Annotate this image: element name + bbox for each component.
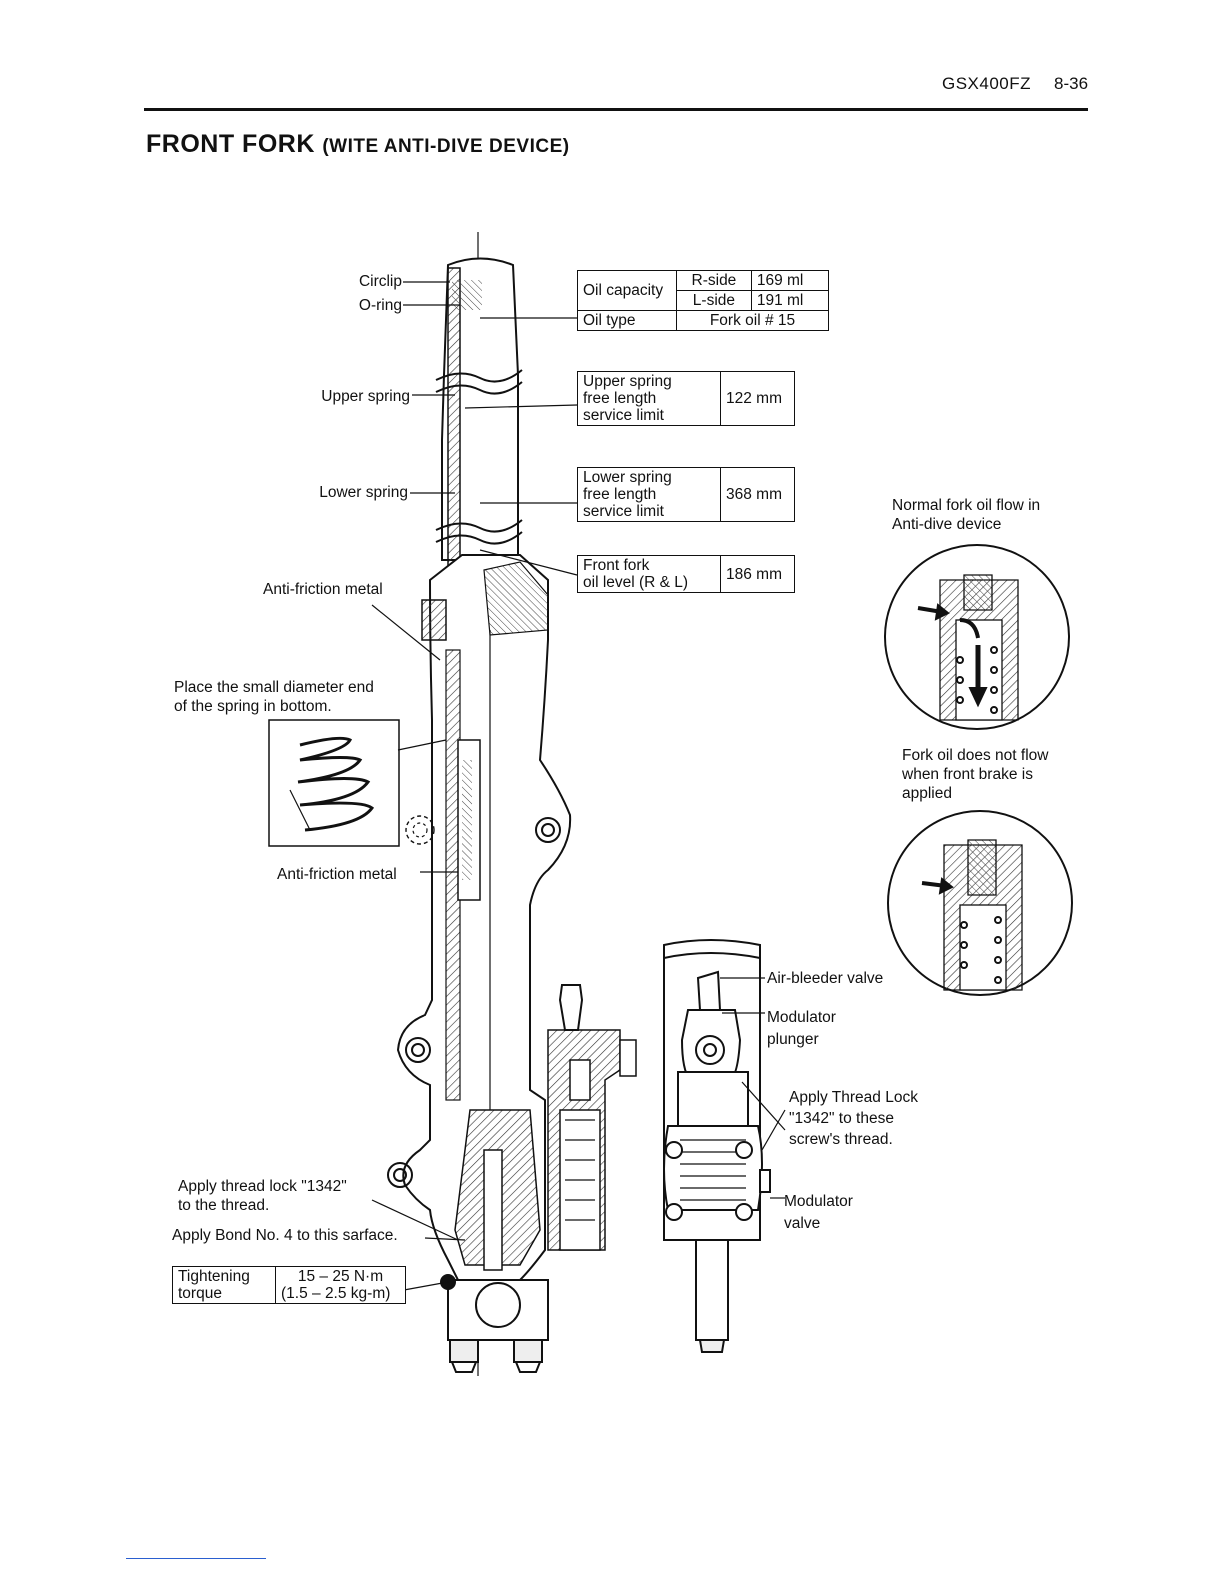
label-air-bleeder-valve: Air-bleeder valve bbox=[767, 970, 884, 987]
label-modulator-valve: Modulator valve bbox=[784, 1191, 853, 1235]
torque-value: 15 – 25 N·m (1.5 – 2.5 kg-m) bbox=[275, 1266, 406, 1304]
label-modulator-plunger: Modulator plunger bbox=[767, 1007, 836, 1051]
inner-tube bbox=[435, 257, 523, 589]
bond-note: Apply Bond No. 4 to this sarface. bbox=[172, 1227, 398, 1244]
modulator-exterior bbox=[663, 939, 771, 1353]
thread-lock-note: Apply thread lock "1342" to the thread. bbox=[178, 1177, 347, 1215]
l-side-value: 191 ml bbox=[750, 290, 830, 311]
torque-value-kgm: (1.5 – 2.5 kg-m) bbox=[281, 1285, 391, 1302]
label-lower-spring: Lower spring bbox=[319, 484, 408, 501]
lower-spring-label-line-2: free length bbox=[583, 486, 657, 503]
oil-spec-table: Oil capacity R-side 169 ml L-side 191 ml… bbox=[577, 270, 830, 331]
upper-spring-label-line-1: Upper spring bbox=[583, 373, 672, 390]
label-anti-friction-metal-lower: Anti-friction metal bbox=[277, 866, 397, 883]
no-flow-line-1: Fork oil does not flow bbox=[902, 747, 1049, 764]
upper-spring-label-line-2: free length bbox=[583, 390, 657, 407]
header-rule bbox=[144, 108, 1088, 111]
torque-table: Tightening torque 15 – 25 N·m (1.5 – 2.5… bbox=[172, 1266, 406, 1304]
torque-label-line-2: torque bbox=[178, 1285, 222, 1302]
caption-normal-flow: Normal fork oil flow in Anti-dive device bbox=[892, 496, 1040, 534]
label-upper-spring: Upper spring bbox=[321, 388, 410, 405]
footer-rule bbox=[126, 1558, 266, 1559]
lower-spring-label-line-3: service limit bbox=[583, 503, 664, 520]
modulator-plunger-line-2: plunger bbox=[767, 1031, 819, 1048]
spring-orientation-note: Place the small diameter end of the spri… bbox=[174, 678, 374, 716]
oil-level-label: Front fork oil level (R & L) bbox=[577, 555, 721, 593]
oil-level-value: 186 mm bbox=[720, 555, 795, 593]
torque-label-line-1: Tightening bbox=[178, 1268, 250, 1285]
torque-value-nm: 15 – 25 N·m bbox=[297, 1268, 384, 1285]
modulator-valve-line-2: valve bbox=[784, 1215, 821, 1232]
spring-note-line-2: of the spring in bottom. bbox=[174, 698, 332, 715]
caption-no-flow: Fork oil does not flow when front brake … bbox=[902, 746, 1048, 803]
oil-level-table: Front fork oil level (R & L) 186 mm bbox=[577, 555, 795, 593]
modulator-valve-line-1: Modulator bbox=[784, 1193, 853, 1210]
lower-spring-label-line-1: Lower spring bbox=[583, 469, 672, 486]
torque-label: Tightening torque bbox=[172, 1266, 276, 1304]
title-sub: (WITE ANTI-DIVE DEVICE) bbox=[322, 136, 570, 157]
lower-spring-table: Lower spring free length service limit 3… bbox=[577, 467, 795, 522]
r-side-label: R-side bbox=[676, 270, 752, 291]
thread-lock-line-1: Apply thread lock "1342" bbox=[178, 1178, 347, 1195]
no-flow-line-2: when front brake is bbox=[902, 766, 1033, 783]
no-flow-line-3: applied bbox=[902, 785, 952, 802]
title-main: FRONT FORK bbox=[146, 130, 315, 158]
model-code: GSX400FZ bbox=[942, 74, 1032, 93]
apply-thread-lock-line-2: "1342" to these bbox=[789, 1110, 894, 1127]
inset-normal-flow bbox=[884, 544, 1070, 730]
label-circlip: Circlip bbox=[358, 273, 402, 290]
oil-level-label-line-1: Front fork bbox=[583, 557, 650, 574]
upper-spring-label-line-3: service limit bbox=[583, 407, 664, 424]
inset-brake-applied bbox=[887, 810, 1073, 996]
label-o-ring: O-ring bbox=[358, 297, 402, 314]
anti-dive-assembly bbox=[547, 984, 637, 1251]
oil-type-value: Fork oil # 15 bbox=[676, 310, 829, 331]
normal-flow-line-1: Normal fork oil flow in bbox=[892, 497, 1041, 514]
spring-detail bbox=[268, 719, 400, 847]
lower-spring-label: Lower spring free length service limit bbox=[577, 467, 721, 522]
apply-thread-lock-line-1: Apply Thread Lock bbox=[789, 1089, 918, 1106]
label-apply-thread-lock: Apply Thread Lock "1342" to these screw'… bbox=[789, 1087, 918, 1150]
label-anti-friction-metal-upper: Anti-friction metal bbox=[263, 581, 383, 598]
r-side-value: 169 ml bbox=[750, 270, 830, 291]
modulator-plunger-line-1: Modulator bbox=[767, 1009, 836, 1026]
page-title: FRONT FORK (WITE ANTI-DIVE DEVICE) bbox=[146, 130, 570, 159]
thread-lock-line-2: to the thread. bbox=[178, 1197, 270, 1214]
upper-spring-label: Upper spring free length service limit bbox=[577, 371, 721, 426]
spring-note-line-1: Place the small diameter end bbox=[174, 679, 374, 696]
apply-thread-lock-line-3: screw's thread. bbox=[789, 1131, 893, 1148]
oil-level-label-line-2: oil level (R & L) bbox=[583, 574, 689, 591]
oil-capacity-label: Oil capacity bbox=[577, 270, 677, 311]
l-side-label: L-side bbox=[676, 290, 752, 311]
outer-slider bbox=[387, 554, 572, 1373]
upper-spring-table: Upper spring free length service limit 1… bbox=[577, 371, 795, 426]
page-number: 8-36 bbox=[1054, 74, 1089, 93]
normal-flow-line-2: Anti-dive device bbox=[892, 516, 1002, 533]
upper-spring-value: 122 mm bbox=[720, 371, 795, 426]
lower-spring-value: 368 mm bbox=[720, 467, 795, 522]
oil-type-label: Oil type bbox=[577, 310, 677, 331]
